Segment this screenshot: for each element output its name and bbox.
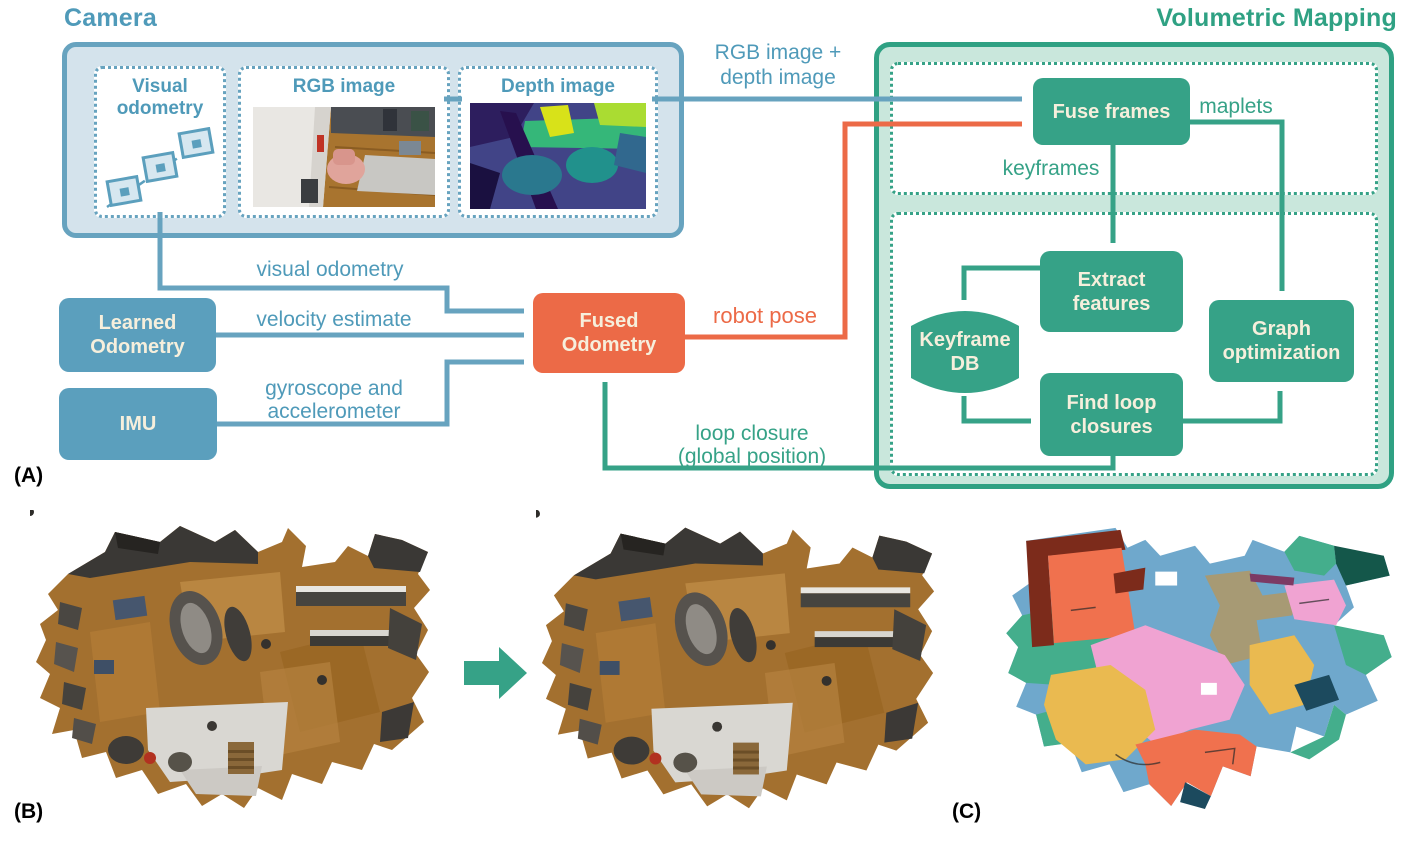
- visual-odometry-frames-icon: [105, 127, 215, 209]
- edge-label-gyro-line2: accelerometer: [267, 400, 401, 423]
- edge-label-gyro-line1: gyroscope and: [265, 377, 403, 400]
- rgb-image-thumbnail: [253, 107, 435, 207]
- edge-label-velocity-estimate: velocity estimate: [256, 308, 412, 331]
- keyframe-db-label: Keyframe DB: [919, 329, 1011, 375]
- depth-image-thumbnail: [470, 103, 646, 209]
- visual-odometry-item: Visual odometry: [94, 66, 226, 218]
- edge-label-loop-line1: loop closure: [695, 422, 809, 445]
- camera-section-title: Camera: [64, 4, 157, 32]
- extract-features-node: Extract features: [1040, 251, 1183, 332]
- visual-odometry-label: Visual odometry: [116, 76, 204, 119]
- imu-node: IMU: [59, 388, 217, 460]
- reconstructed-map-after: [536, 510, 935, 809]
- learned-odometry-node: Learned Odometry: [59, 298, 216, 372]
- maplet-segmentation-map: [1006, 527, 1392, 810]
- edge-label-rgb-depth-line1: RGB image +: [714, 41, 842, 64]
- edge-label-rgb-depth: RGB image + depth image: [690, 40, 866, 90]
- fused-odometry-node: Fused Odometry: [533, 293, 685, 373]
- edge-label-loop-closure: loop closure (global position): [670, 422, 834, 468]
- edge-label-gyroscope-accelerometer: gyroscope and accelerometer: [249, 377, 419, 423]
- edge-label-maplets: maplets: [1199, 95, 1273, 118]
- depth-image-item: Depth image: [458, 66, 658, 218]
- reconstructed-map-before: [30, 510, 430, 808]
- graph-optimization-node: Graph optimization: [1209, 300, 1354, 382]
- panel-a-label: (A): [14, 464, 44, 487]
- edge-label-rgb-depth-line2: depth image: [720, 66, 836, 89]
- panel-b-label: (B): [14, 800, 44, 823]
- fuse-frames-node: Fuse frames: [1033, 78, 1190, 145]
- edge-label-loop-line2: (global position): [677, 445, 827, 468]
- panel-c-label: (C): [952, 800, 982, 823]
- volumetric-mapping-section-title: Volumetric Mapping: [1156, 4, 1397, 32]
- rgb-image-label: RGB image: [292, 76, 396, 97]
- edge-label-keyframes: keyframes: [1002, 157, 1100, 180]
- keyframe-db-node: Keyframe DB: [909, 306, 1021, 398]
- arrow-right-icon: [464, 647, 527, 699]
- edge-label-visual-odometry: visual odometry: [256, 258, 404, 281]
- depth-image-label: Depth image: [500, 76, 616, 97]
- find-loop-closures-node: Find loop closures: [1040, 373, 1183, 456]
- rgb-image-item: RGB image: [238, 66, 450, 218]
- edge-label-robot-pose: robot pose: [713, 303, 817, 328]
